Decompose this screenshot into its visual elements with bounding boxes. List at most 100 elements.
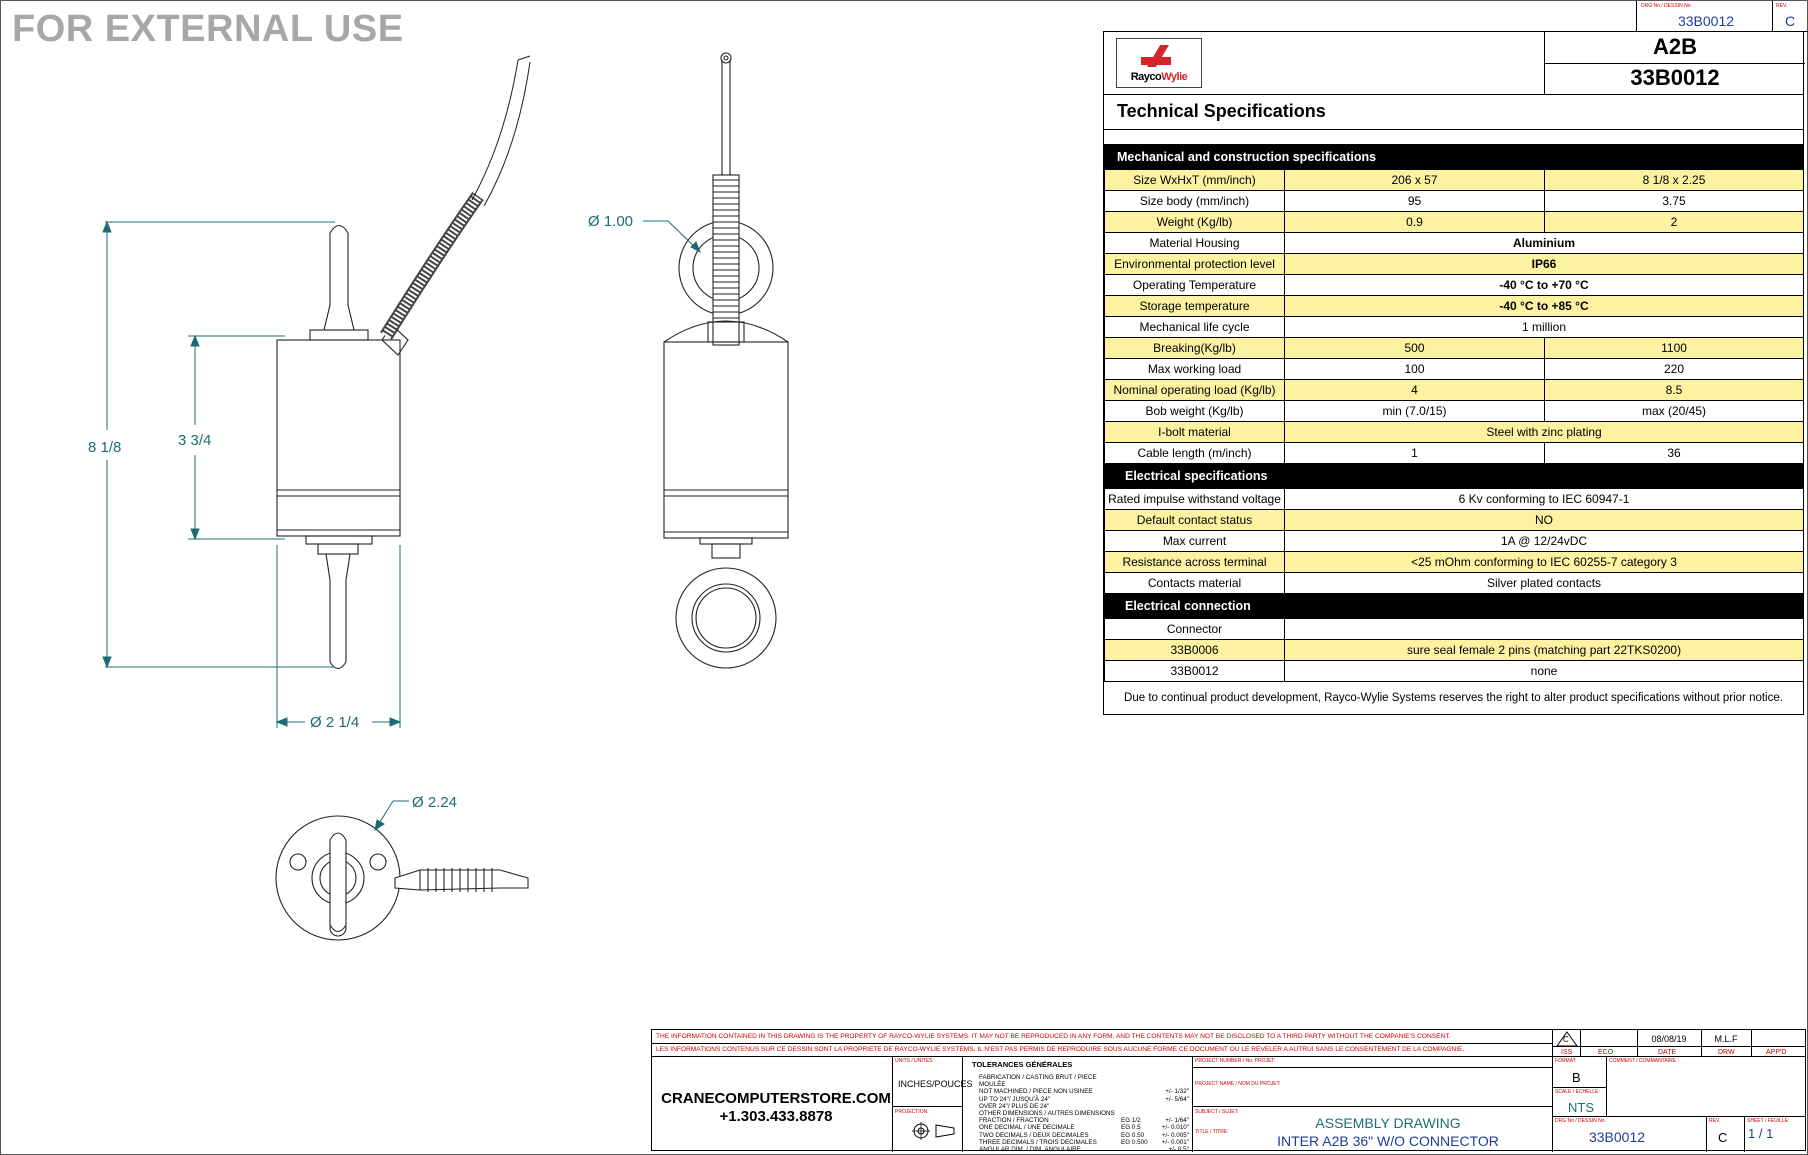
spec-label: Storage temperature xyxy=(1104,295,1285,317)
spec-value-imperial: 1100 xyxy=(1543,337,1805,359)
dim-body-height: 3 3/4 xyxy=(178,432,211,449)
spec-value: NO xyxy=(1283,509,1805,531)
spec-value-metric: min (7.0/15) xyxy=(1284,400,1545,422)
tolerance-cell: EG 0.5 xyxy=(1121,1124,1141,1132)
spec-table: Mechanical and construction specificatio… xyxy=(1103,144,1805,682)
spec-value: <25 mOhm conforming to IEC 60255-7 categ… xyxy=(1283,551,1805,573)
spec-value-imperial: 36 xyxy=(1543,442,1805,464)
projection-label: PROJECTION: xyxy=(895,1109,929,1115)
spec-label: Default contact status xyxy=(1104,509,1285,531)
spec-value-metric: 206 x 57 xyxy=(1284,169,1545,191)
spec-value-imperial: 8 1/8 x 2.25 xyxy=(1543,169,1805,191)
format-label: FORMAT: xyxy=(1555,1058,1577,1064)
top-pin xyxy=(323,224,355,331)
tolerance-cell xyxy=(1121,1096,1161,1103)
tolerance-cell: +/- 0.001" xyxy=(1161,1138,1189,1146)
projection-symbol-icon xyxy=(912,1122,955,1140)
tolerance-cell: EG 0.500 xyxy=(1121,1138,1148,1146)
spec-label: I-bolt material xyxy=(1104,421,1285,443)
notice-text: Due to continual product development, Ra… xyxy=(1124,692,1783,704)
spec-value-metric: 4 xyxy=(1284,379,1545,401)
spec-value-metric: 0.9 xyxy=(1284,211,1545,233)
spec-label: 33B0012 xyxy=(1104,660,1285,682)
part-number: 33B0012 xyxy=(1630,65,1720,90)
spec-label: Nominal operating load (Kg/lb) xyxy=(1104,379,1285,401)
tolerance-cell: OTHER DIMENSIONS / AUTRES DIMENSIONS xyxy=(979,1110,1115,1118)
tolerance-cell: +/- 1/64" xyxy=(1165,1117,1189,1125)
spec-label: Weight (Kg/lb) xyxy=(1104,211,1285,233)
property-notice-en: THE INFORMATION CONTAINED IN THIS DRAWIN… xyxy=(656,1033,1451,1040)
spec-row: Operating Temperature-40 °C to +70 °C xyxy=(1104,274,1805,296)
sheet-label: SHEET / FEUILLE: xyxy=(1747,1118,1790,1124)
tolerance-cell: +/- 0.5° xyxy=(1168,1146,1189,1154)
spec-label: Operating Temperature xyxy=(1104,274,1285,296)
tolerance-cell: FRACTION / FRACTION xyxy=(979,1117,1049,1125)
dim-ring-diameter: Ø 1.00 xyxy=(588,213,633,230)
tolerance-cell: THREE DECIMALS / TROIS DECIMALES xyxy=(979,1138,1097,1146)
spec-value: -40 °C to +85 °C xyxy=(1283,295,1805,317)
rev-value-bottom: C xyxy=(1718,1130,1728,1145)
tolerance-row: UP TO 24"/ JUSQU'À 24"+/- 5/64" xyxy=(979,1096,1189,1103)
subject-label: SUBJECT / SUJET: xyxy=(1195,1109,1239,1115)
tolerance-list: FABRICATION / CASTING BRUT / PIECE MOULÉ… xyxy=(979,1074,1189,1153)
col-date: DATE xyxy=(1658,1049,1677,1056)
sheet-value: 1 / 1 xyxy=(1748,1126,1774,1141)
spec-row: Resistance across terminal<25 mOhm confo… xyxy=(1104,551,1805,573)
store-phone: +1.303.433.8878 xyxy=(719,1108,833,1125)
tolerance-cell: ONE DECIMAL / UNE DECIMALE xyxy=(979,1124,1075,1132)
spec-label: Resistance across terminal xyxy=(1104,551,1285,573)
spec-value-imperial: 2 xyxy=(1543,211,1805,233)
tolerance-cell: EG 0.50 xyxy=(1121,1131,1145,1139)
units-value: INCHES/POUCES xyxy=(898,1079,973,1089)
dim-base-diameter: Ø 2.24 xyxy=(412,794,457,811)
store-info: CRANECOMPUTERSTORE.COM +1.303.433.8878 xyxy=(656,1090,896,1126)
spec-title: Technical Specifications xyxy=(1104,95,1803,130)
tolerance-row: OTHER DIMENSIONS / AUTRES DIMENSIONS xyxy=(979,1110,1189,1117)
spec-value: IP66 xyxy=(1283,253,1805,275)
model-name: A2B xyxy=(1652,34,1697,59)
drg-label: DRG No / DESSIN No. xyxy=(1641,3,1692,9)
company-logo: RaycoWylie xyxy=(1116,38,1202,88)
col-iss: ISS xyxy=(1561,1049,1573,1056)
spec-row: Bob weight (Kg/lb)min (7.0/15)max (20/45… xyxy=(1104,400,1805,422)
col-eco: ECO xyxy=(1598,1049,1614,1056)
tolerance-cell: NOT MACHINED / PIECE NON USINEE xyxy=(979,1088,1093,1096)
bottom-pin xyxy=(325,553,351,670)
tolerance-cell xyxy=(1161,1103,1189,1110)
spec-label: Material Housing xyxy=(1104,232,1285,254)
tolerance-cell xyxy=(1121,1088,1161,1095)
tolerance-cell: +/- 1/32" xyxy=(1165,1088,1189,1096)
revision-mark: C xyxy=(1563,1035,1569,1044)
tolerance-row: OVER 24"/ PLUS DE 24" xyxy=(979,1103,1189,1110)
spec-value: 1 million xyxy=(1283,316,1805,338)
tolerance-cell: ANGULAR DIM. / DIM. ANGULAIRE xyxy=(979,1146,1081,1154)
tolerance-cell xyxy=(1161,1110,1189,1117)
spec-value-metric: 95 xyxy=(1284,190,1545,212)
watermark: FOR EXTERNAL USE xyxy=(12,8,404,50)
tolerance-cell: +/- 5/64" xyxy=(1165,1095,1189,1103)
tolerance-cell: FABRICATION / CASTING BRUT / PIECE MOULÉ… xyxy=(979,1074,1097,1089)
dim-overall-height: 8 1/8 xyxy=(88,439,121,456)
rev-value: C xyxy=(1784,13,1796,29)
scale-label: SCALE / ECHELLE: xyxy=(1555,1089,1600,1095)
spec-label: Breaking(Kg/lb) xyxy=(1104,337,1285,359)
tolerance-cell: OVER 24"/ PLUS DE 24" xyxy=(979,1102,1050,1110)
tolerance-cell xyxy=(1121,1103,1161,1110)
logo-bar-icon xyxy=(1141,57,1171,65)
spec-header: RaycoWylie A2B 33B0012 xyxy=(1104,32,1805,95)
spec-value: -40 °C to +70 °C xyxy=(1283,274,1805,296)
scale-value: NTS xyxy=(1568,1100,1594,1115)
tolerance-cell xyxy=(1161,1074,1189,1088)
spec-value-metric: 100 xyxy=(1284,358,1545,380)
bottom-eye-ring xyxy=(675,567,777,669)
drawing-title-1: ASSEMBLY DRAWING xyxy=(1315,1115,1461,1131)
